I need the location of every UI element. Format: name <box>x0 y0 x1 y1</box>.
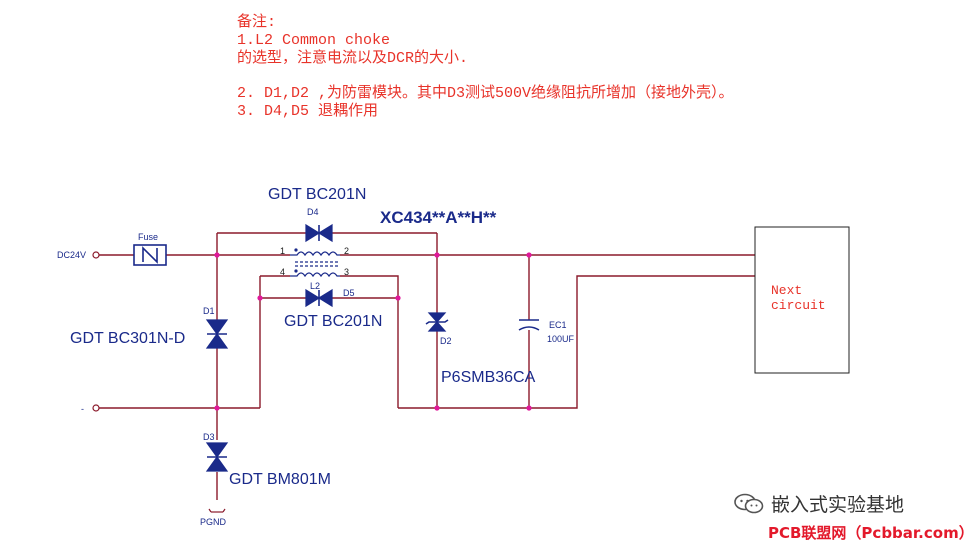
terminal-dc24v <box>92 251 100 259</box>
d2-symbol <box>425 312 449 332</box>
pin-2-label: 2 <box>344 246 349 256</box>
notes-block: 备注: 1.L2 Common choke 的选型，注意电流以及DCR的大小. … <box>237 14 734 121</box>
d2-ref-label: D2 <box>440 336 452 346</box>
next-circuit-box <box>754 226 850 374</box>
watermark: 嵌入式实验基地 <box>733 490 904 517</box>
d3-part-label: GDT BM801M <box>229 471 331 488</box>
fuse-symbol <box>133 244 167 266</box>
pin-1-label: 1 <box>280 246 285 256</box>
notes-title: 备注: <box>237 14 277 31</box>
dc24v-label: DC24V <box>57 250 86 260</box>
d3-symbol <box>205 442 229 472</box>
watermark-text: 嵌入式实验基地 <box>771 494 905 516</box>
note-line-4: 3. D4,D5 退耦作用 <box>237 103 379 120</box>
choke-l2-symbol <box>290 251 340 278</box>
note-line-1: 1.L2 Common choke <box>237 32 391 49</box>
pgnd-symbol <box>208 508 226 513</box>
d5-part-label: GDT BC201N <box>284 313 382 330</box>
ec1-ref-label: EC1 <box>549 320 567 330</box>
d1-part-label: GDT BC301N-D <box>70 330 185 347</box>
site-link[interactable]: PCB联盟网（Pcbbar.com） <box>768 524 969 542</box>
note-line-2: 的选型，注意电流以及DCR的大小. <box>237 50 469 67</box>
d2-part-label: P6SMB36CA <box>441 369 536 386</box>
d5-ref-label: D5 <box>343 288 355 298</box>
wires <box>99 232 755 500</box>
pgnd-label: PGND <box>200 517 227 527</box>
wire-pin3 <box>340 275 399 408</box>
terminal-minus <box>92 404 100 412</box>
ec1-value-label: 100UF <box>547 334 575 344</box>
l2-ref-label: L2 <box>310 281 320 291</box>
d5-symbol <box>305 288 333 308</box>
wechat-icon <box>734 493 764 513</box>
junctions <box>214 252 532 411</box>
d4-ref-label: D4 <box>307 207 319 217</box>
next-circuit-line2: circuit <box>771 298 826 313</box>
fuse-label: Fuse <box>138 232 158 242</box>
d4-symbol <box>305 223 333 243</box>
d1-symbol <box>205 319 229 349</box>
d4-part-label: GDT BC201N <box>268 186 366 203</box>
minus-label: - <box>81 404 84 414</box>
ec1-symbol <box>518 319 540 331</box>
xc-part-label: XC434**A**H** <box>380 208 497 227</box>
pin-4-label: 4 <box>280 267 285 277</box>
note-line-3: 2. D1,D2 ,为防雷模块。其中D3测试500V绝缘阻抗所增加（接地外壳）。 <box>237 85 734 102</box>
d1-ref-label: D1 <box>203 306 215 316</box>
wire-bottom-right <box>398 275 755 409</box>
d3-ref-label: D3 <box>203 432 215 442</box>
pin-3-label: 3 <box>344 267 349 277</box>
next-circuit-line1: Next <box>771 283 802 298</box>
